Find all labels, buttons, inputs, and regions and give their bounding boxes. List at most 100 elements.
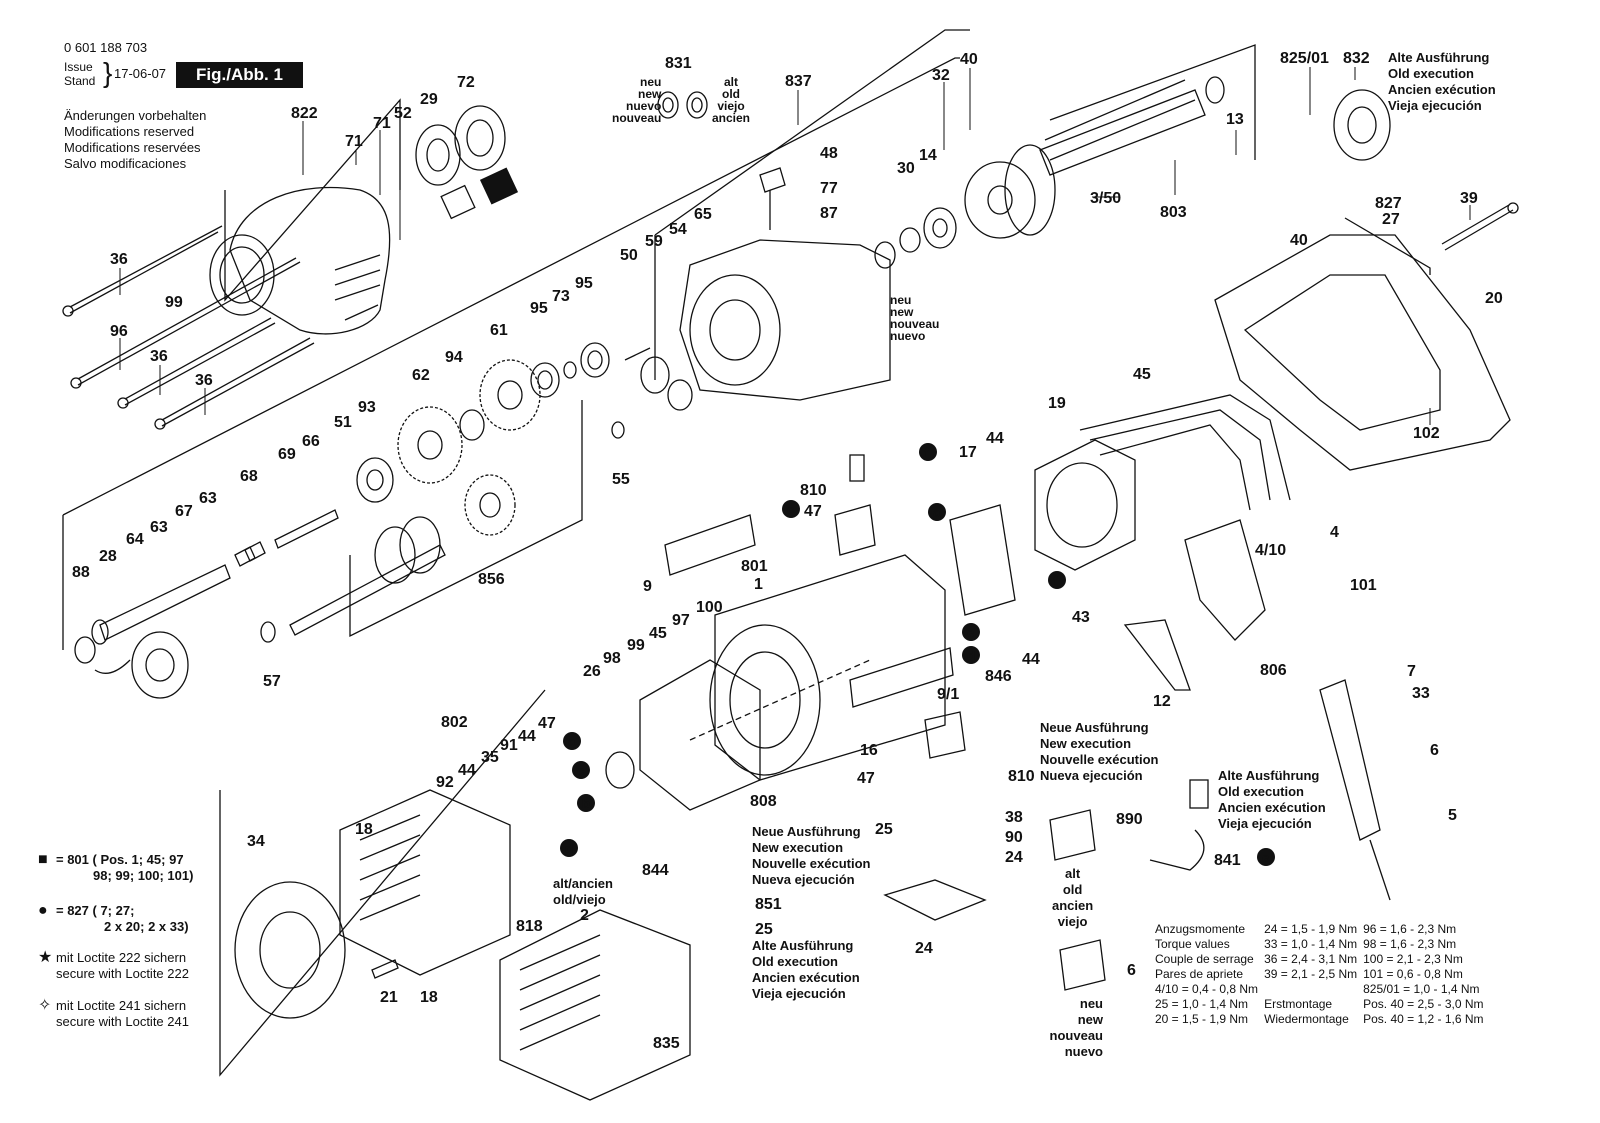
table-cell: Wiedermontage [1264,1012,1349,1026]
part-label: 68 [240,468,258,485]
part-label: 99 [627,637,645,654]
part-label: 51 [334,414,352,431]
new-execution-mid: Neue Ausführung New execution Nouvelle e… [1040,720,1158,784]
spring-68 [234,541,266,567]
group-line [219,689,546,1077]
part-label: 100 [696,599,723,616]
note-line: old/viejo [553,892,606,907]
part-label: 44 [1022,651,1040,668]
part-label: 69 [278,446,296,463]
part-label: 810 [1008,768,1035,785]
table-cell: 100 = 2,1 - 2,3 Nm [1363,952,1463,966]
handle-housing-827 [1214,234,1511,471]
part-label: 825/01 [1280,50,1329,67]
table-cell: 39 = 2,1 - 2,5 Nm [1264,967,1358,981]
part-label: 45 [1133,366,1151,383]
legend-text: mit Loctite 222 sichern [56,950,187,965]
sleeve-26 [605,751,635,789]
group-line [1049,44,1256,160]
part-label: 12 [1153,693,1171,710]
part-label: 63 [199,490,217,507]
chuck-icon [131,631,189,699]
part-label: 851 [755,896,782,913]
circle-marker [1257,848,1275,866]
note-line: Vieja ejecución [752,986,846,1001]
new-execution-left: Neue Ausführung New execution Nouvelle e… [752,824,870,888]
part-label: 808 [750,793,777,810]
part-label: 32 [932,67,950,84]
part-label: 66 [302,433,320,450]
figure-label: Fig./Abb. 1 [176,62,303,88]
part-number: 0 601 188 703 [64,40,148,55]
note-line: Alte Ausführung [1388,50,1490,65]
circle-marker [1048,571,1066,589]
part-label: 38 [1005,809,1023,826]
new-note-831: neu new nuevo nouveau [612,76,661,124]
old-execution-left: Alte Ausführung Old execution Ancien exé… [752,938,860,1002]
note-line: nuevo [890,329,926,343]
part-label: 810 [800,482,827,499]
part-label: 91 [500,737,518,754]
table-cell: 101 = 0,6 - 0,8 Nm [1363,967,1463,981]
cable-6 [1319,679,1391,901]
legend-text: 2 x 20; 2 x 33) [104,919,189,934]
spacer-93 [356,457,394,503]
spindle-28 [91,564,231,645]
note-line: ancien [712,111,751,125]
circle-letter: e [967,625,974,640]
part-label: 47 [804,503,822,520]
table-cell: Couple de serrage [1155,952,1254,966]
circle-marker [962,646,980,664]
handle-12 [1123,619,1191,691]
part-label: 4/10 [1255,542,1286,559]
part-label: 17 [959,444,977,461]
part-label: 98 [603,650,621,667]
part-label: 40 [1290,232,1308,249]
part-label: 93 [358,399,376,416]
legend-loctite-241: ✧mit Loctite 241 sichern secure with Loc… [38,998,189,1030]
table-cell: Erstmontage [1264,997,1333,1011]
part-label: 57 [263,673,281,690]
part-label: 95 [575,275,593,292]
circle-marker [928,503,946,521]
note-line: nouveau [1049,1028,1103,1043]
part-label: 44 [518,728,536,745]
note-line: old [1062,882,1083,897]
note-line: neu [890,293,912,307]
washer-94 [459,409,485,441]
note-line: Old execution [1388,66,1474,81]
mod-line: Änderungen vorbehalten [64,108,207,123]
part-label: 43 [1072,609,1090,626]
housing-19 [1034,439,1136,571]
part-label: 50 [620,247,638,264]
part-label: 9 [643,578,652,595]
circle-letter: d [967,648,975,663]
part-label: 35 [481,749,499,766]
long-screw-96 [70,257,301,389]
plate-9 [664,514,756,576]
issue-text: Issue [64,60,93,74]
motor-housing-837 [679,239,891,401]
leader-lines [119,67,1471,425]
switch-4 [1184,519,1266,641]
note-line: Alte Ausführung [752,938,854,953]
part-label: 24 [1005,849,1023,866]
table-cell: 4/10 = 0,4 - 0,8 Nm [1155,982,1259,996]
legend-text: mit Loctite 241 sichern [56,998,187,1013]
circle-marker [572,761,590,779]
brush-holder-810 [849,454,865,482]
part-label: 25 [755,921,773,938]
bearing-30 [923,207,957,249]
part-label: 77 [820,180,838,197]
rotation-arrow [94,659,131,674]
part-label: 806 [1260,662,1287,679]
holder-890 [1049,809,1096,861]
part-label: 47 [857,770,875,787]
armature-803 [1004,76,1225,236]
table-cell [1264,982,1363,997]
switch-17 [949,504,1016,616]
